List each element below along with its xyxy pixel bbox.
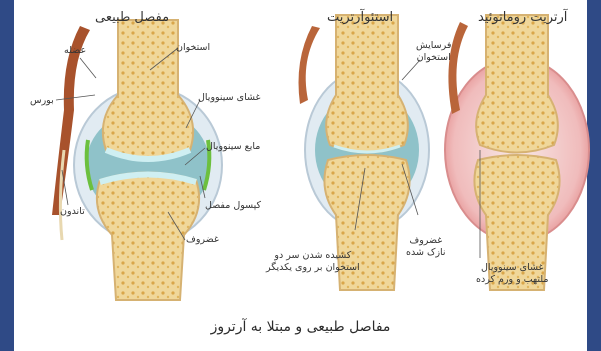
label-muscle: عضله — [64, 45, 86, 57]
label-worn-cartilage-line2: نازک شده — [406, 247, 446, 259]
label-worn-cartilage: غضروف نازک شده — [406, 235, 446, 259]
label-inflamed-membrane-line2: ملتهب و ورم کرده — [476, 274, 548, 286]
label-inflamed-membrane-line1: غشای سینوویال — [476, 262, 548, 274]
label-bone-contact: کشیده شدن سر دو استخوان بر روی یکدیگر — [266, 250, 360, 274]
upper-bone-shape — [103, 20, 193, 159]
title-rheumatoid: آرتریت روماتوئید — [478, 10, 567, 25]
normal-joint-illustration — [52, 20, 222, 300]
label-worn-cartilage-line1: غضروف — [406, 235, 446, 247]
label-bone-erosion: فرسایش استخوان — [416, 40, 451, 64]
label-joint-capsule: کپسول مفصل — [205, 200, 261, 212]
label-bone-contact-line1: کشیده شدن سر دو — [266, 250, 360, 262]
title-normal-joint: مفصل طبیعی — [95, 10, 169, 25]
label-cartilage: غضروف — [186, 234, 219, 246]
label-bursa: بورس — [30, 95, 54, 107]
title-osteoarthritis: استئوآرتریت — [327, 10, 393, 25]
rheumatoid-joint-illustration — [445, 15, 589, 290]
label-bone-contact-line2: استخوان بر روی یکدیگر — [266, 262, 360, 274]
label-bone-erosion-line2: استخوان — [416, 52, 451, 64]
ra-upper-bone-shape — [476, 15, 558, 153]
label-inflamed-membrane: غشای سینوویال ملتهب و ورم کرده — [476, 262, 548, 286]
figure-caption: مفاصل طبیعی و مبتلا به آرتروز — [0, 319, 601, 335]
oa-muscle-shape — [299, 26, 321, 104]
label-synovial-fluid: مایع سینوویال — [206, 141, 260, 153]
oa-upper-bone-shape — [326, 15, 408, 153]
label-bone-erosion-line1: فرسایش — [416, 40, 451, 52]
lower-bone-shape — [97, 173, 199, 301]
label-synovial-membrane: غشای سینوویال — [198, 92, 260, 104]
label-bone: استخوان — [176, 42, 210, 54]
label-tendon: تاندون — [60, 206, 85, 218]
